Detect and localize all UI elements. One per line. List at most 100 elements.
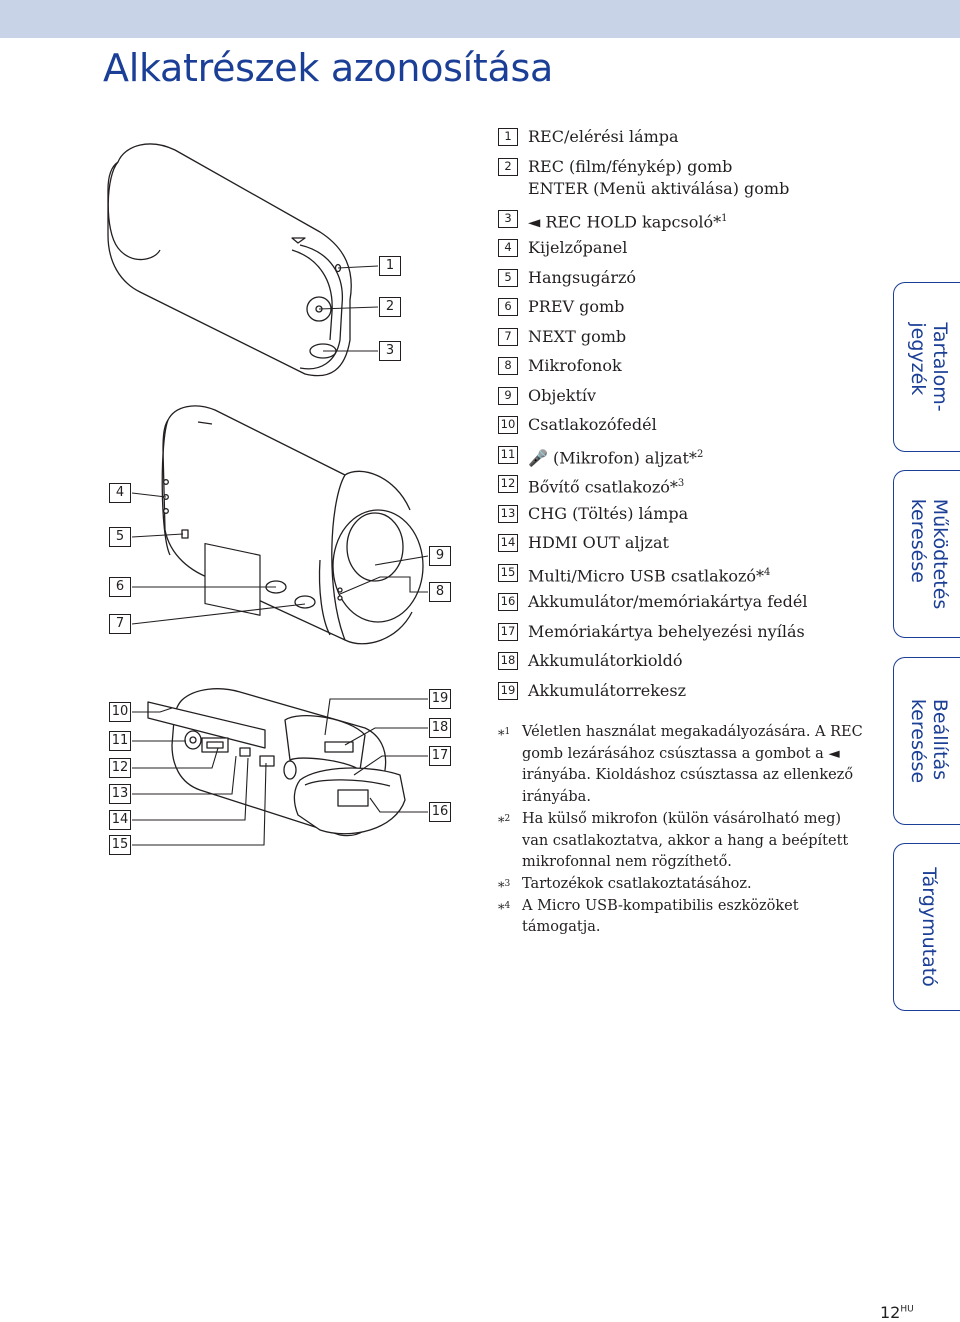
footnote-ref: 4 [764,566,771,578]
part-label: Multi/Micro USB csatlakozó* [528,565,765,585]
part-label: Akkumulátor/memóriakártya fedél [528,592,808,611]
callout-1: 1 [379,256,401,276]
callout-11: 11 [109,731,131,751]
part-number: 18 [498,652,518,670]
tab-label: Beállítás [928,698,951,781]
part-item: 10 Csatlakozófedél [498,414,868,444]
callout-17: 17 [429,746,451,766]
footnote: *2 Ha külső mikrofon (külön vásárolható m… [498,809,868,874]
part-label: PREV gomb [528,297,625,316]
part-number: 7 [498,327,518,346]
footnote-mark: *2 [498,813,511,831]
callout-4: 4 [109,483,131,503]
part-number: 16 [498,593,518,611]
part-item: 16 Akkumulátor/memóriakártya fedél [498,591,868,621]
callout-14: 14 [109,810,131,830]
tab-label-line2: keresése [906,698,929,784]
part-label: Objektív [528,385,597,405]
part-label: Kijelzőpanel [528,238,628,257]
part-number: 14 [498,534,518,552]
part-number: 11 [498,445,518,464]
callout-3: 3 [379,341,401,361]
part-item: 9 Objektív [498,385,868,415]
part-number: 12 [498,475,518,493]
callout-6: 6 [109,577,131,597]
part-label: HDMI OUT aljzat [528,533,669,552]
part-label: CHG (Töltés) lámpa [528,503,689,523]
part-item: 7 NEXT gomb [498,326,868,356]
part-item: 12 Bővítő csatlakozó*3 [498,473,868,503]
part-item: 5 Hangsugárzó [498,267,868,297]
part-item: 3 ◄ REC HOLD kapcsoló*1 [498,208,868,238]
part-label: Hangsugárzó [528,267,637,287]
header-band [0,0,960,38]
callout-13: 13 [109,784,131,804]
callout-16: 16 [429,802,451,822]
footnote-text: Tartozékok csatlakoztatásához. [522,875,752,892]
part-number: 5 [498,268,518,287]
tab-index[interactable]: Tárgymutató [893,843,960,1011]
callout-19: 19 [429,689,451,709]
part-label: Mikrofonok [528,356,622,375]
footnote-text: A Micro USB-kompatibilis eszközöket támo… [522,897,799,936]
callout-18: 18 [429,718,451,738]
page-number: 12HU [880,1303,914,1322]
callout-9: 9 [429,546,451,566]
part-number: 10 [498,416,518,434]
footnote-ref: 3 [677,478,685,489]
part-number: 9 [498,386,518,405]
part-number: 6 [498,298,518,316]
page-title: Alkatrészek azonosítása [103,46,553,90]
tab-label-line2: jegyzék [906,322,929,396]
tab-label-line2: keresése [906,498,929,583]
part-item: 11🎤 (Mikrofon) aljzat*2 [498,444,868,474]
part-label: Memóriakártya behelyezési nyílás [528,621,805,641]
part-label: Csatlakozófedél [528,415,657,434]
part-number: 4 [498,239,518,257]
callout-8: 8 [429,582,451,602]
part-label: REC (film/fénykép) gomb [528,156,733,176]
part-item: 14 HDMI OUT aljzat [498,532,868,562]
part-number: 13 [498,504,518,523]
part-number: 15 [498,563,518,582]
footnote-mark: *3 [498,878,511,896]
part-item: 8 Mikrofonok [498,355,868,385]
tab-table-of-contents[interactable]: Tartalom-jegyzék [893,282,960,452]
tab-label: Tartalom- [928,322,951,412]
tab-label: Tárgymutató [917,867,940,987]
part-label: Akkumulátorrekesz [528,680,687,700]
camera-open-view [147,688,406,837]
part-label: ◄ REC HOLD kapcsoló* [528,211,722,231]
footnote: *3 Tartozékok csatlakoztatásához. [498,874,868,896]
footnote-text: Ha külső mikrofon (külön vásárolható meg… [522,810,849,871]
part-number: 2 [498,157,518,176]
part-item: 18 Akkumulátorkioldó [498,650,868,680]
footnote-text: Véletlen használat megakadályozására. A … [522,724,863,806]
part-item: 4 Kijelzőpanel [498,237,868,267]
callout-15: 15 [109,835,131,855]
part-label: REC/elérési lámpa [528,127,679,146]
part-label: NEXT gomb [528,326,627,346]
parts-list: 1 REC/elérési lámpa 2 REC (film/fénykép) g… [498,126,868,709]
tab-label: Működtetés [928,498,951,610]
part-number: 19 [498,681,518,700]
part-label: Bővítő csatlakozó* [528,477,678,497]
part-label: Akkumulátorkioldó [528,651,683,670]
camera-front-view [107,143,352,377]
footnote-ref: 1 [721,212,728,224]
part-item: 15 Multi/Micro USB csatlakozó*4 [498,562,868,592]
part-number: 8 [498,357,518,375]
part-item: 19 Akkumulátorrekesz [498,680,868,710]
part-item: 6 PREV gomb [498,296,868,326]
callout-7: 7 [109,614,131,634]
footnote-ref: 2 [696,448,704,460]
part-number: 3 [498,209,518,228]
